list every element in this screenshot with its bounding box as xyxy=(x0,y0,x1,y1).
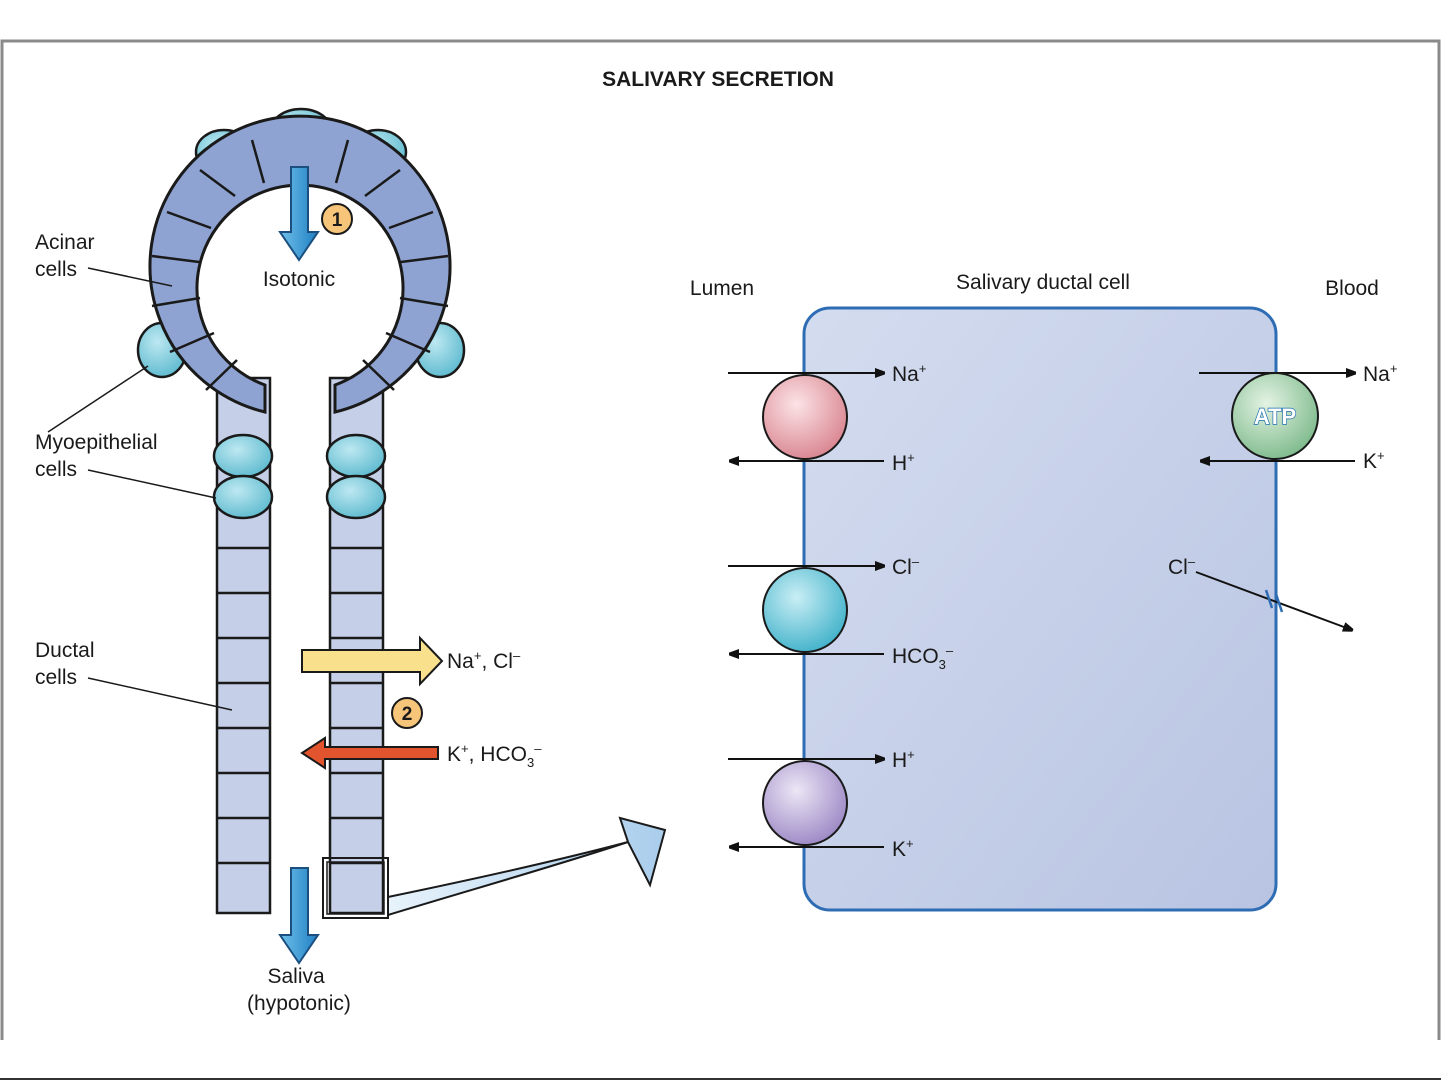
lumen-label: Lumen xyxy=(690,277,754,300)
svg-text:1: 1 xyxy=(332,210,343,231)
acinar-cells-label: Acinar cells xyxy=(35,231,100,281)
ductal-cell-detail: Lumen Salivary ductal cell Blood ATP xyxy=(690,271,1398,910)
myoepithelial-cell xyxy=(327,476,385,518)
page-footer-rule xyxy=(0,1078,1441,1080)
isotonic-label: Isotonic xyxy=(263,268,335,291)
ductal-cells-label: Ductal cells xyxy=(35,639,100,689)
ion-label-k-blood: K+ xyxy=(1363,448,1385,473)
myoepithelial-cell xyxy=(214,435,272,477)
ion-label-na-blood: Na+ xyxy=(1363,361,1397,386)
step-2-badge: 2 xyxy=(392,698,422,728)
myoepithelial-cell xyxy=(327,435,385,477)
acinus-and-duct: 1 2 Acinar cells Isotonic Myoepithelial … xyxy=(35,109,542,1015)
ductal-cell-body xyxy=(804,308,1276,910)
step-1-badge: 1 xyxy=(322,204,352,234)
absorbed-ions-label: Na+, Cl– xyxy=(447,648,521,673)
myoepithelial-cells-label: Myoepithelial cells xyxy=(35,431,163,481)
myoepithelial-cell xyxy=(214,476,272,518)
zoom-arrow xyxy=(388,818,665,915)
svg-text:2: 2 xyxy=(402,704,413,725)
atp-label: ATP xyxy=(1254,404,1296,429)
page-footer-area xyxy=(0,1040,1441,1081)
saliva-flow-arrow xyxy=(280,868,318,963)
figure-title: SALIVARY SECRETION xyxy=(602,68,834,91)
cell-label: Salivary ductal cell xyxy=(956,271,1130,294)
acinar-ring xyxy=(150,116,450,412)
blood-label: Blood xyxy=(1325,277,1379,300)
saliva-label: Saliva (hypotonic) xyxy=(247,965,351,1015)
secreted-ions-label: K+, HCO3– xyxy=(447,741,542,770)
